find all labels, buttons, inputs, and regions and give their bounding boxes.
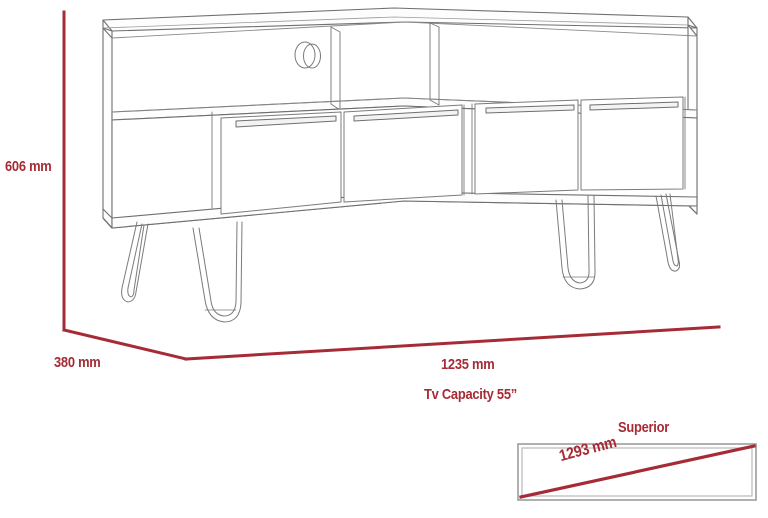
door-fronts	[211, 96, 686, 215]
top-panel	[102, 7, 698, 39]
hairpin-legs	[121, 193, 681, 323]
width-dimension-line	[184, 325, 721, 361]
cable-grommet-icon	[294, 41, 321, 69]
width-dimension-label: 1235 mm	[441, 356, 495, 373]
depth-dimension-line	[62, 328, 188, 361]
door-handle-grooves	[235, 101, 679, 128]
tv-capacity-label: Tv Capacity 55”	[424, 386, 517, 403]
height-dimension-label: 606 mm	[5, 158, 52, 175]
depth-dimension-label: 380 mm	[54, 354, 101, 371]
superior-view-title: Superior	[618, 419, 669, 436]
superior-inner-rect	[521, 447, 753, 497]
upper-shelf-dividers	[330, 22, 440, 111]
superior-diagonal-line	[519, 444, 756, 499]
